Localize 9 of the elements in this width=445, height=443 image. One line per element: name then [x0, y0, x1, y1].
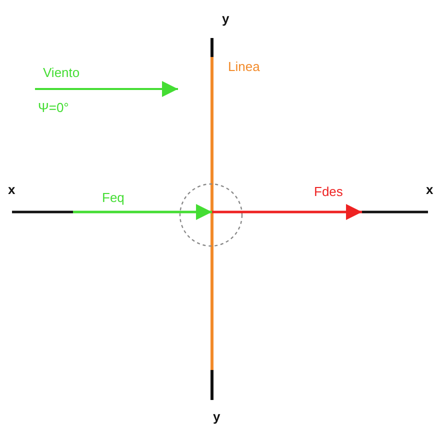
force-label: Fdes [314, 185, 343, 198]
angle-label: Ψ=0° [38, 101, 69, 114]
axis-label: x [426, 183, 434, 196]
axis-label: x [8, 183, 16, 196]
axis-label: y [222, 12, 230, 25]
force-label: Feq [102, 191, 124, 204]
wind-label: Viento [43, 66, 80, 79]
line-label: Linea [228, 60, 260, 73]
axis-label: y [213, 410, 220, 423]
